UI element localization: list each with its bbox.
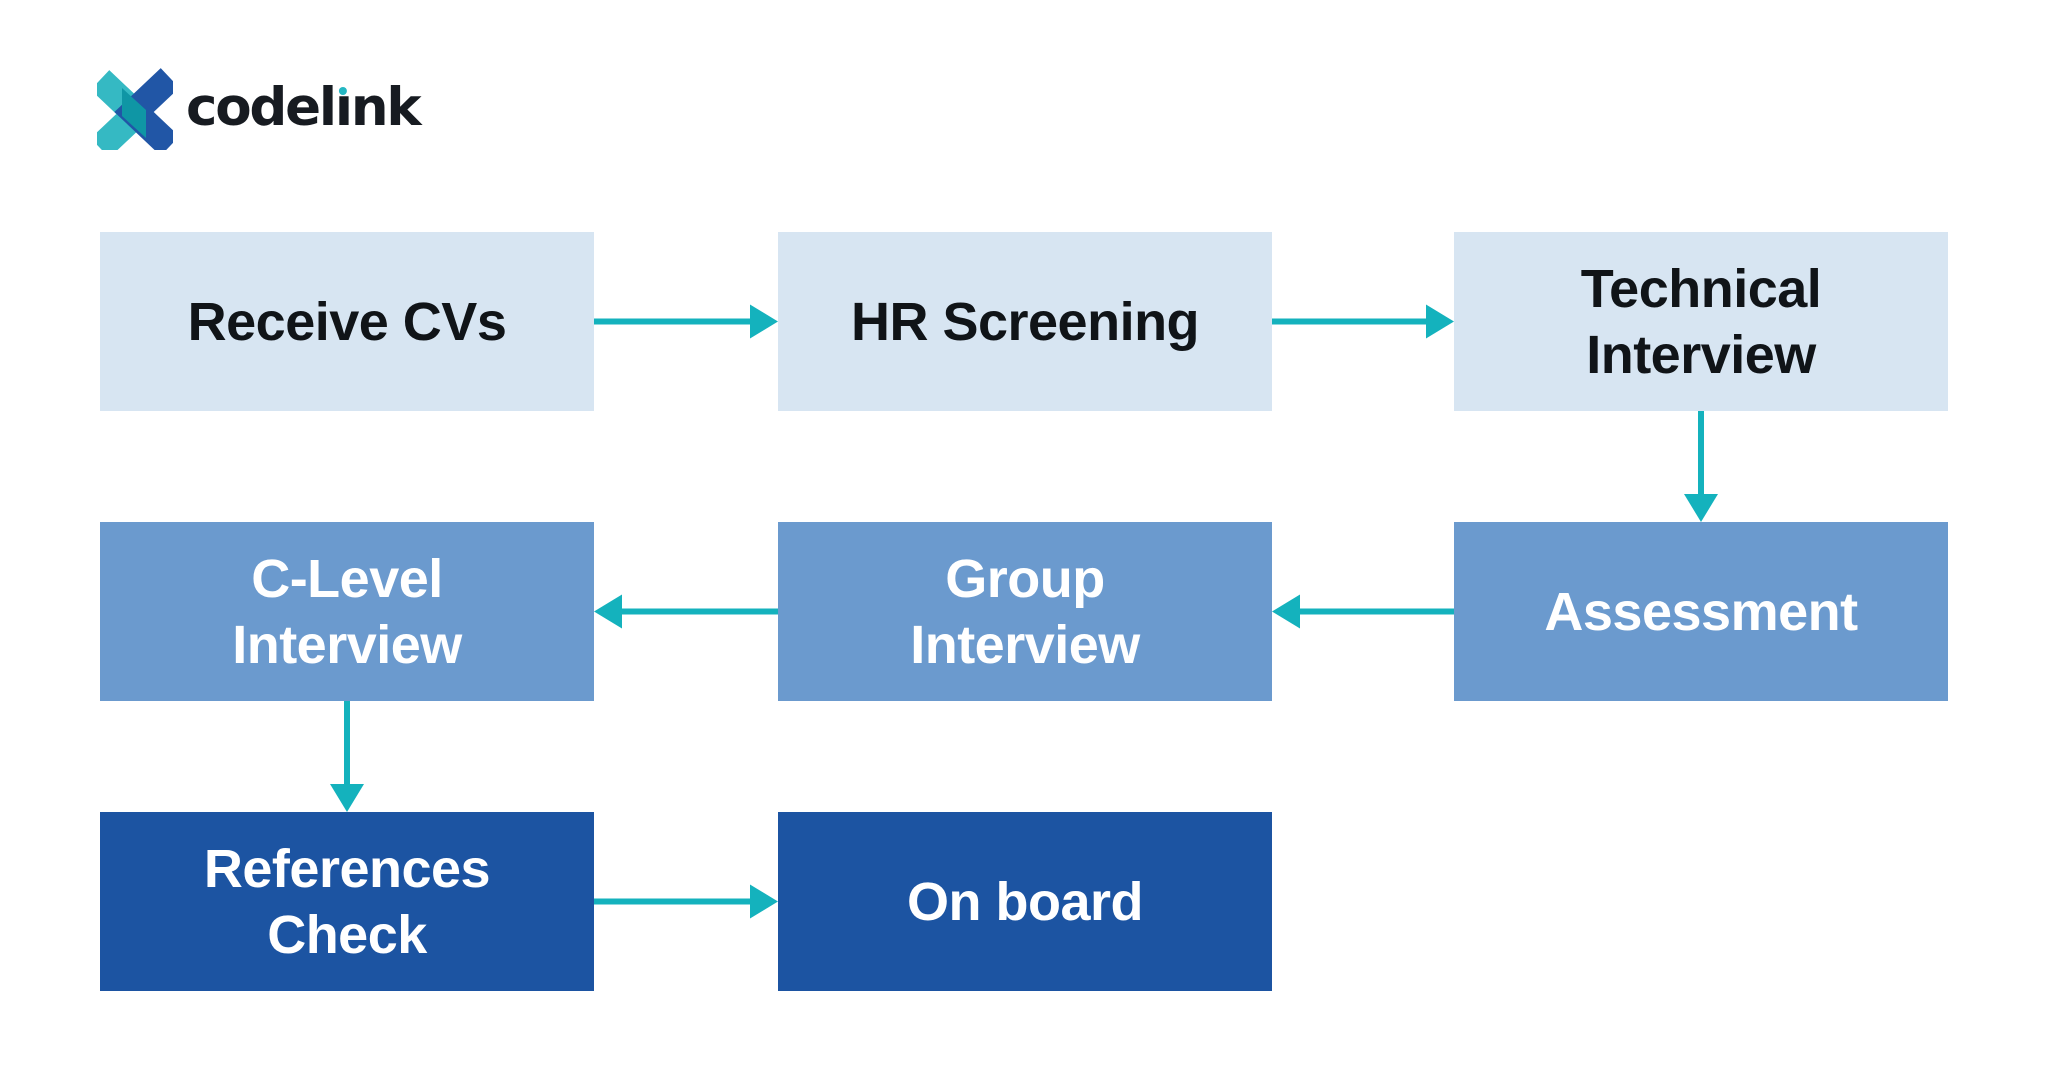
node-receive-cvs: Receive CVs <box>100 232 594 411</box>
node-label: Receive CVs <box>187 291 507 352</box>
node-label: On board <box>907 871 1144 932</box>
edge-receive-cvs-to-hr-screening <box>594 304 778 339</box>
codelink-logo-icon <box>97 68 173 150</box>
edge-references-check-to-on-board <box>594 884 778 919</box>
node-assessment: Assessment <box>1454 522 1948 701</box>
edge-group-interview-to-c-level-interview <box>594 594 778 629</box>
edge-technical-interview-to-assessment <box>1684 411 1718 522</box>
node-on-board: On board <box>778 812 1272 991</box>
wordmark-i: ı <box>334 76 353 138</box>
wordmark-i-dot <box>338 86 347 95</box>
node-hr-screening: HR Screening <box>778 232 1272 411</box>
edge-hr-screening-to-technical-interview <box>1272 304 1454 339</box>
node-label: HR Screening <box>850 291 1200 352</box>
edge-assessment-to-group-interview <box>1272 594 1454 629</box>
edge-c-level-interview-to-references-check <box>330 701 364 812</box>
node-label: Assessment <box>1544 581 1858 642</box>
